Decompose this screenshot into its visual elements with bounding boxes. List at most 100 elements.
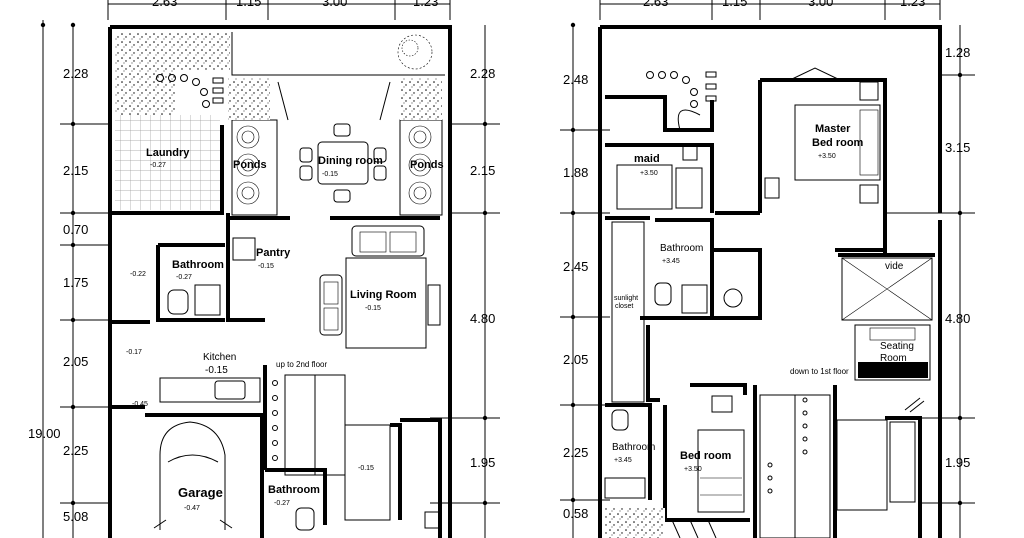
- ff-bedroom-level: +3.50: [684, 466, 702, 473]
- ff-outer-walls: [598, 25, 942, 538]
- gf-service-stair: [156, 74, 224, 108]
- gf-top-dim-1: 2.63: [152, 0, 177, 9]
- gf-left-dim-5: 2.05: [63, 354, 88, 369]
- gf-laundry-floor: [115, 115, 220, 210]
- gf-garage-level: -0.47: [184, 505, 200, 512]
- tv-cabinet-icon: [427, 284, 441, 326]
- bathtub-icon: [604, 477, 646, 499]
- kitchen-counter: [159, 377, 261, 403]
- window-icon: [789, 67, 841, 81]
- desk-chair-icon: [764, 177, 780, 199]
- ff-seating-label-2: Room: [880, 353, 907, 364]
- ff-master-label-2: Bed room: [812, 137, 864, 149]
- ff-bathroom-label: Bathroom: [660, 243, 703, 254]
- ff-seating-area: [854, 324, 931, 381]
- gf-right-dim-3: 4.80: [470, 311, 495, 326]
- ff-bathroom-level: +3.45: [662, 258, 680, 265]
- ff-seating-sofa: [858, 362, 928, 378]
- ff-main-stair: [759, 394, 831, 538]
- ff-left-dim-6: 0.58: [563, 506, 588, 521]
- gf-left-dim-4: 1.75: [63, 275, 88, 290]
- ff-garden-gravel: [605, 508, 665, 538]
- gf-top-dimension-line: [107, 0, 451, 20]
- gf-left-dim-2: 2.15: [63, 163, 88, 178]
- ff-right-dim-1: 1.28: [945, 45, 970, 60]
- ff-maid-level: +3.50: [640, 170, 658, 177]
- gf-total-dim: 19.00: [28, 426, 61, 441]
- ff-top-dim-2: 1.15: [722, 0, 747, 9]
- gf-pond-right-label: Ponds: [410, 159, 444, 171]
- gf-bathroom-label: Bathroom: [172, 259, 224, 271]
- gf-gravel-bed-2: [400, 78, 442, 120]
- ff-seating-label: Seating: [880, 341, 914, 352]
- ff-master-level: +3.50: [818, 153, 836, 160]
- gf-bathroom2-wall: [265, 468, 327, 525]
- toilet-icon: [611, 409, 629, 431]
- gf-pantry-label: Pantry: [256, 247, 291, 259]
- gf-stair-note: up to 2nd floor: [276, 360, 327, 369]
- ff-closet-note: sunlight: [614, 295, 638, 302]
- gf-top-dim-2: 1.15: [236, 0, 261, 9]
- gf-dining-label: Dining room: [318, 155, 383, 167]
- gf-sliding-door: [277, 81, 391, 121]
- shower-icon: [675, 167, 703, 209]
- gf-living-label: Living Room: [350, 289, 417, 301]
- ff-left-dim-3: 2.45: [563, 259, 588, 274]
- bed-icon: [697, 429, 745, 513]
- gf-pond-left-label: Ponds: [233, 159, 267, 171]
- ff-maid-wall: [605, 143, 714, 213]
- stove-icon: [232, 237, 256, 261]
- utility-box: [424, 511, 442, 529]
- door-swing-icon: [904, 397, 925, 413]
- gf-level-tag-a: -0.22: [130, 271, 146, 278]
- gf-right-dim-2: 2.15: [470, 163, 495, 178]
- ff-bedroom-wall: [663, 405, 750, 522]
- ff-top-dimension-line: [599, 0, 941, 20]
- nightstand-icon: [711, 395, 733, 413]
- gf-entry-steps: [344, 424, 391, 521]
- ff-seating-cushion: [869, 327, 916, 341]
- ff-void-label: vide: [885, 261, 904, 272]
- ff-balcony-grate: [836, 419, 888, 511]
- ff-maid-label: maid: [634, 153, 660, 165]
- ff-window-marks: [671, 519, 717, 538]
- ff-right-dim-4: 1.95: [945, 455, 970, 470]
- gf-kitchen-label: Kitchen: [203, 352, 236, 363]
- ff-master-label: Master: [815, 123, 851, 135]
- ff-bathroom2-label: Bathroom: [612, 442, 655, 453]
- ff-top-dim-4: 1.23: [900, 0, 925, 9]
- gf-garden-gravel-2: [115, 70, 175, 115]
- ff-walkin-wall: [712, 248, 762, 320]
- car-icon: [153, 421, 233, 530]
- ff-bathroom-wall: [640, 218, 714, 320]
- gf-dining-level: -0.15: [322, 171, 338, 178]
- ff-planter-hatch: [889, 421, 916, 503]
- gf-gravel-bed: [228, 78, 270, 120]
- ff-left-dim-2: 1.88: [563, 165, 588, 180]
- shower-icon: [194, 284, 221, 316]
- gf-entry-wall: [390, 418, 442, 538]
- gf-yard-line: [231, 32, 445, 76]
- gf-bathroom2-level: -0.27: [274, 500, 290, 507]
- drain-icon: [682, 145, 698, 161]
- gf-right-dim-4: 1.95: [470, 455, 495, 470]
- gf-pantry-level: -0.15: [258, 263, 274, 270]
- ff-closet-hatch: [611, 221, 645, 403]
- gf-level-tag-c: -0.45: [132, 401, 148, 408]
- ff-left-dim-4: 2.05: [563, 352, 588, 367]
- gf-living-level: -0.15: [365, 305, 381, 312]
- gf-left-dim-7: 5.08: [63, 509, 88, 524]
- gf-garage-wall: [145, 413, 264, 538]
- gf-left-dim-1: 2.28: [63, 66, 88, 81]
- gf-kitchen-level: -0.15: [205, 365, 228, 376]
- toilet-icon: [167, 289, 189, 315]
- tree-icon: [397, 34, 433, 70]
- gf-left-dim-6: 2.25: [63, 443, 88, 458]
- gf-pantry-wall: [226, 213, 265, 322]
- gf-garden-gravel: [115, 32, 230, 70]
- gf-laundry-label: Laundry: [146, 147, 190, 159]
- shower-icon: [681, 284, 708, 314]
- ff-master-wall: [760, 78, 887, 252]
- gf-main-stair: [272, 374, 346, 476]
- ff-bedroom-label: Bed room: [680, 450, 732, 462]
